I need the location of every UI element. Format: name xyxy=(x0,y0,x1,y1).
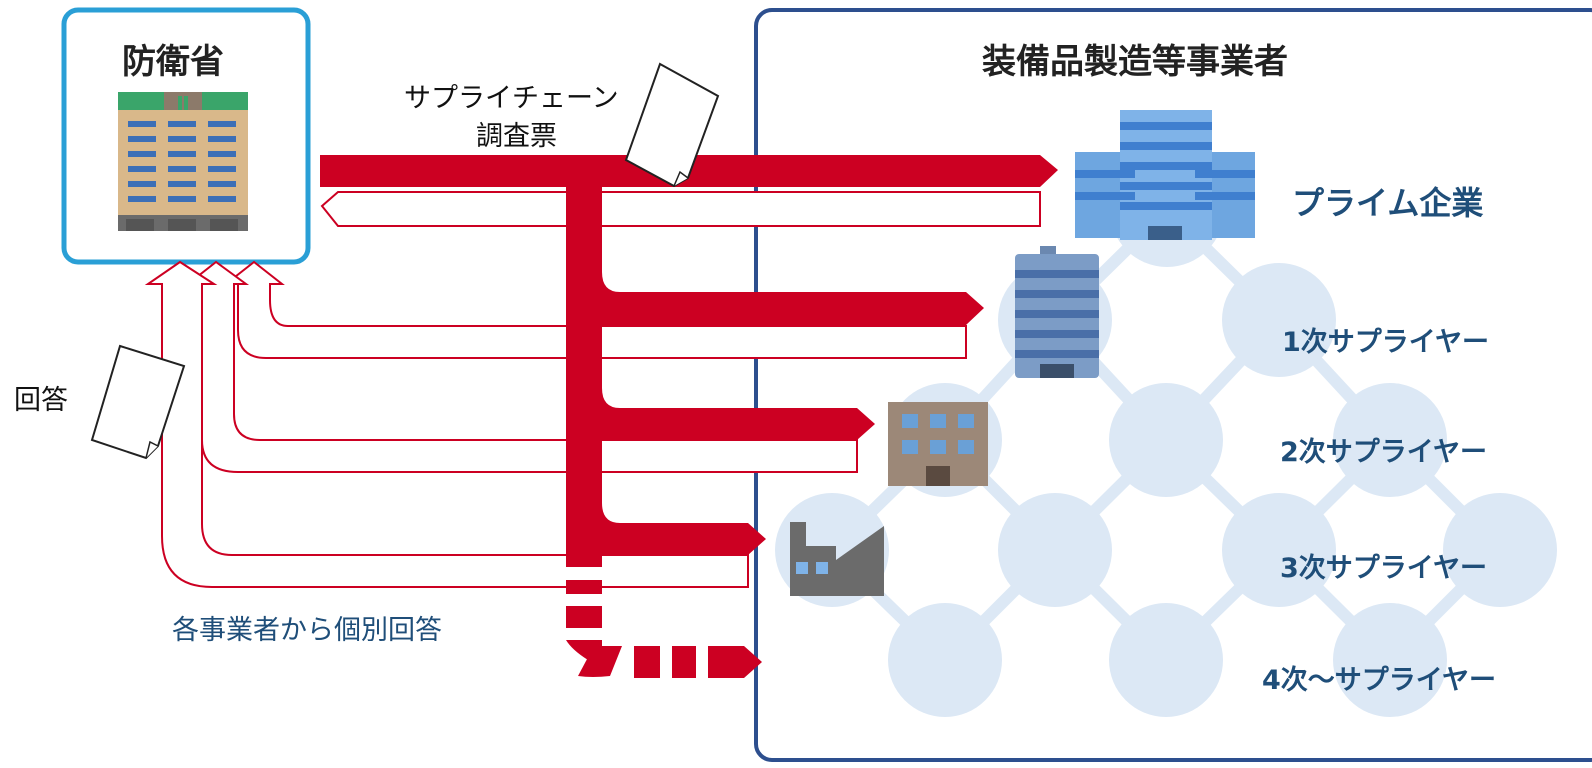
survey-dash-5 xyxy=(634,646,660,678)
node-tier3-c xyxy=(1222,493,1336,607)
node-tier2-c xyxy=(1333,383,1447,497)
node-tier3-b xyxy=(998,493,1112,607)
node-tier1-b xyxy=(1222,263,1336,377)
tier2-building-icon xyxy=(888,402,988,486)
response-arrow-prime xyxy=(320,191,1041,227)
ministry-building-icon xyxy=(118,92,248,231)
tier-label-tier4: 4次～サプライヤー xyxy=(1262,665,1496,696)
node-tier4-c xyxy=(1333,603,1447,717)
survey-dash-6 xyxy=(672,646,696,678)
answer-label: 回答 xyxy=(14,385,68,416)
tier1-building-icon xyxy=(1015,246,1099,378)
survey-arrows xyxy=(320,155,1058,678)
tier-label-tier2: 2次サプライヤー xyxy=(1280,437,1487,468)
tier3-factory-icon xyxy=(790,522,884,596)
individual-answer-label: 各事業者から個別回答 xyxy=(172,615,442,646)
response-arrow-tier2 xyxy=(185,260,858,473)
survey-dash-2 xyxy=(566,606,602,628)
survey-label-line2: 調査票 xyxy=(476,121,557,152)
survey-label-line1: サプライチェーン xyxy=(404,83,619,114)
prime-building-icon xyxy=(1075,110,1255,240)
tier-label-tier3: 3次サプライヤー xyxy=(1280,553,1487,584)
tier-label-tier1: 1次サプライヤー xyxy=(1282,327,1489,358)
answer-document-icon xyxy=(90,344,186,460)
survey-trunk xyxy=(566,187,602,567)
tier-label-prime: プライム企業 xyxy=(1292,184,1484,222)
node-tier4-a xyxy=(888,603,1002,717)
ministry-title: 防衛省 xyxy=(122,42,224,82)
survey-arrow-tier1 xyxy=(566,272,984,325)
survey-dash-4 xyxy=(578,646,622,677)
response-arrow-tier1 xyxy=(223,260,967,359)
response-arrows xyxy=(144,191,1041,588)
response-arrow-tier3 xyxy=(144,260,749,588)
node-tier4-b xyxy=(1109,603,1223,717)
survey-document-icon xyxy=(624,62,720,188)
survey-arrow-tier3 xyxy=(566,503,766,555)
survey-dash-7 xyxy=(708,646,762,678)
node-tier3-d xyxy=(1443,493,1557,607)
node-tier2-b xyxy=(1109,383,1223,497)
contractor-title: 装備品製造等事業者 xyxy=(982,42,1288,82)
survey-arrow-tier2 xyxy=(566,388,875,440)
survey-dash-1 xyxy=(566,580,602,594)
